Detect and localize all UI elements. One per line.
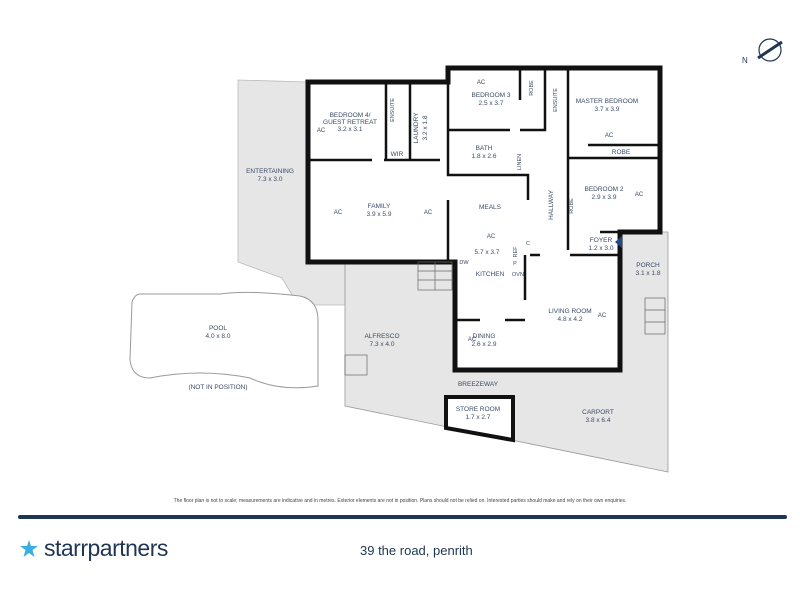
ac-marker: AC [424,210,433,216]
stairs [344,261,666,376]
compass-north-label: N [742,56,748,65]
ensuite2-label: ENSUITE [553,88,559,112]
ac-marker: AC [605,133,614,139]
hallway-label: HALLWAY [548,189,555,220]
robe1-label: ROBE [529,80,535,96]
ref-label: REF [513,246,519,258]
store-room-label: STORE ROOM [456,406,500,413]
meals-label: MEALS [479,204,502,211]
bath-label: BATH [476,145,493,152]
entertaining-dims: 7.3 x 3.0 [258,176,283,183]
ac-marker: AC [487,234,496,240]
breezeway-label: BREEZEWAY [458,381,499,388]
footer-divider [18,515,787,519]
bedroom3-dims: 2.5 x 3.7 [479,100,504,107]
bath-dims: 1.8 x 2.6 [472,153,497,160]
alfresco-label: ALFRESCO [364,333,399,340]
ac-marker: AC [317,128,326,134]
store-room [444,395,515,443]
ac-marker: AC [468,337,477,343]
ovn-label: OVN [512,272,524,278]
family-label: FAMILY [368,203,391,210]
carport-label: CARPORT [582,409,614,416]
master-bedroom-label: MASTER BEDROOM [576,98,638,105]
pool-outline [129,291,319,389]
dining-dims: 2.6 x 2.9 [472,341,497,348]
bedroom4-label-2: GUEST RETREAT [323,119,377,126]
bedroom4-dims: 3.2 x 3.1 [338,126,363,133]
ensuite1-label: ENSUITE [390,98,396,122]
entertaining-label: ENTERTAINING [246,168,294,175]
property-address: 39 the road, penrith [360,543,473,558]
brand-logo: starrpartners [18,535,168,562]
ac-marker: AC [334,210,343,216]
dining-label: DINING [473,333,496,340]
porch-label: PORCH [636,262,660,269]
ac-marker: AC [598,313,607,319]
entry-marker-icon [615,236,622,248]
laundry-label: LAUNDRY [413,112,420,144]
c-label: C [526,241,530,247]
foyer-dims: 1.2 x 3.0 [589,245,614,252]
logo-text: starrpartners [44,535,168,561]
robe2-label: ROBE [612,149,631,156]
ac-marker: AC [477,80,486,86]
porch-dims: 3.1 x 1.8 [636,270,661,277]
bedroom2-label: BEDROOM 2 [584,186,623,193]
foyer-label: FOYER [590,237,613,244]
star-logo-icon [20,539,38,557]
pool-dims: 4.0 x 8.0 [206,333,231,340]
family-dims: 3.9 x 5.9 [367,211,392,218]
living-room-dims: 4.8 x 4.2 [558,316,583,323]
linen-label: LINEN [517,154,523,170]
interior-walls [308,68,660,322]
p-label: P [513,261,517,267]
floor-plan: N BEDROOM 4/ GUEST RETREAT 3.2 x 3.1 ENS… [129,38,783,473]
alfresco-dims: 7.3 x 4.0 [370,341,395,348]
kitchen-label: KITCHEN [476,271,505,278]
bedroom3-label: BEDROOM 3 [471,92,510,99]
robe3-label: ROBE [569,198,575,214]
living-room-label: LIVING ROOM [548,308,591,315]
laundry-dims: 3.2 x 1.8 [422,115,429,140]
disclaimer: The floor plan is not to scale; measurem… [173,498,627,504]
bedroom4-label: BEDROOM 4/ [330,112,371,119]
master-bedroom-dims: 3.7 x 3.9 [595,106,620,113]
pool-note: (NOT IN POSITION) [188,384,247,391]
wir-label: WIR [391,151,404,158]
pool-label: POOL [209,325,227,332]
compass-icon [757,38,783,62]
carport-dims: 3.8 x 6.4 [586,417,611,424]
dw-label: DW [459,260,469,266]
ac-marker: AC [635,192,644,198]
bedroom2-dims: 2.9 x 3.9 [592,194,617,201]
store-room-dims: 1.7 x 2.7 [466,414,491,421]
meals-dims: 5.7 x 3.7 [475,249,500,256]
